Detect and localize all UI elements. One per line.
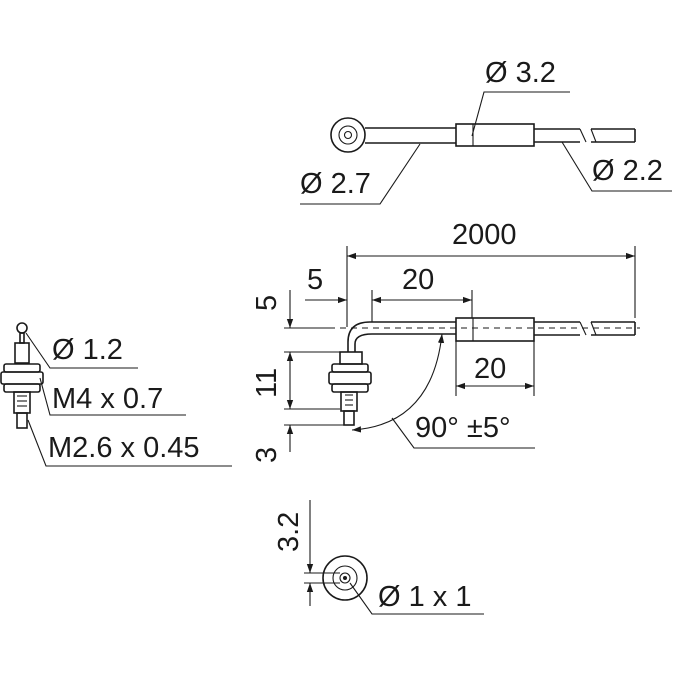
end-cap-circle [330, 117, 366, 153]
label-thread-m4: M4 x 0.7 [52, 383, 163, 415]
label-dia-1x1: Ø 1 x 1 [378, 581, 472, 613]
label-thread-m2-6: M2.6 x 0.45 [48, 432, 200, 464]
angle-indicator: 90° ±5° [351, 333, 535, 449]
label-vert-3: 3 [251, 447, 283, 463]
label-vert-3-2: 3.2 [273, 512, 305, 552]
label-dia-2-2: Ø 2.2 [592, 155, 663, 187]
bottom-view: 3.2 Ø 1 x 1 [273, 500, 484, 615]
side-sensor-head [328, 351, 372, 426]
left-view: Ø 1.2 M4 x 0.7 M2.6 x 0.45 [0, 322, 232, 467]
leader-thread-m4: M4 x 0.7 [39, 377, 186, 416]
side-view: 2000 5 20 [251, 219, 640, 463]
label-vert-5: 5 [251, 295, 283, 311]
leader-dia-2-2: Ø 2.2 [561, 141, 672, 192]
leader-dia-1x1: Ø 1 x 1 [349, 581, 484, 615]
bottom-circle [322, 555, 368, 601]
top-view: Ø 3.2 Ø 2.7 Ø 2.2 [300, 57, 672, 205]
label-dia-2-7: Ø 2.7 [300, 168, 371, 200]
dim-20-top: 20 [372, 264, 473, 318]
top-cable [365, 123, 636, 147]
dim-20-bottom: 20 [455, 341, 535, 396]
label-len-2000: 2000 [452, 219, 517, 251]
left-sensor [0, 322, 44, 429]
label-len-5: 5 [307, 264, 323, 296]
leader-thread-m2-6: M2.6 x 0.45 [27, 419, 232, 467]
dim-vertical-chain: 5 11 3 [251, 290, 344, 463]
leader-dia-2-7: Ø 2.7 [300, 143, 421, 205]
label-len-20-top: 20 [402, 264, 434, 296]
label-dia-1-2: Ø 1.2 [52, 334, 123, 366]
label-vert-11: 11 [251, 368, 283, 398]
label-dia-3-2: Ø 3.2 [485, 57, 556, 89]
label-angle: 90° ±5° [415, 412, 511, 444]
side-cable [296, 317, 640, 352]
label-len-20-bottom: 20 [474, 353, 506, 385]
leader-dia-3-2: Ø 3.2 [471, 57, 570, 137]
leader-dia-1-2: Ø 1.2 [25, 332, 138, 369]
dim-2000: 2000 [346, 219, 636, 327]
dim-3-2-vertical: 3.2 [273, 500, 340, 606]
dim-5-horizontal: 5 [305, 264, 373, 322]
